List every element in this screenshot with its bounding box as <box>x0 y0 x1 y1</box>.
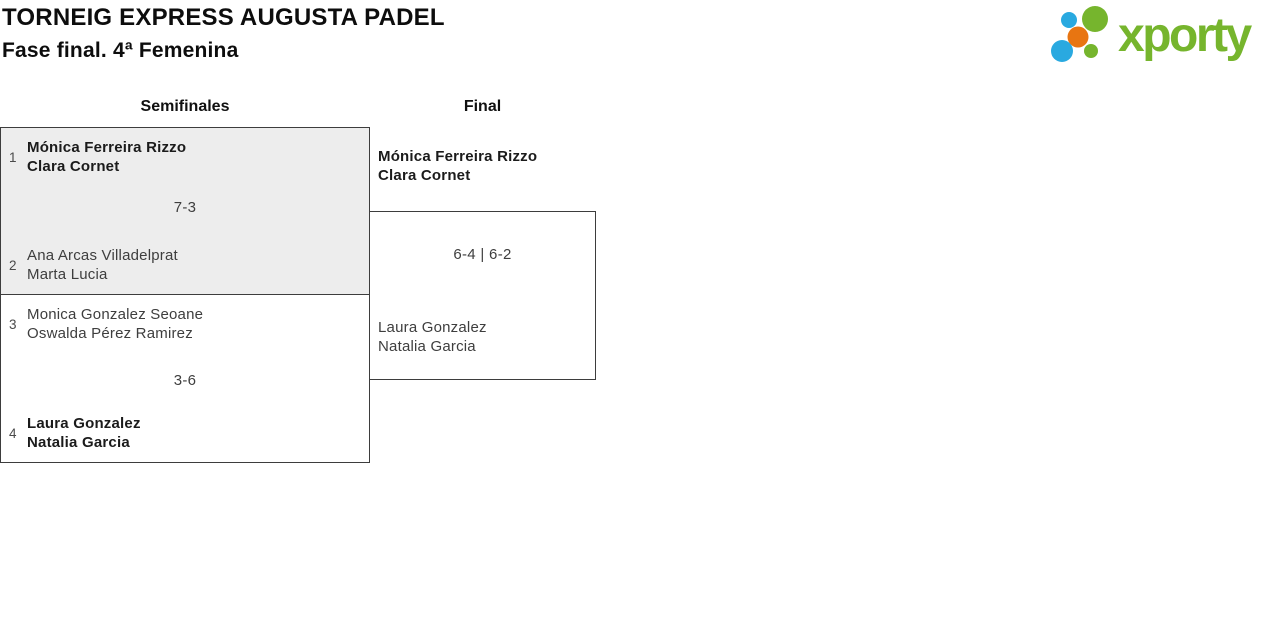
team-names: Laura Gonzalez Natalia Garcia <box>27 414 141 452</box>
team-row-bottom: 2 Ana Arcas Villadelprat Marta Lucia <box>9 246 361 284</box>
player-name: Clara Cornet <box>378 167 471 184</box>
team-row-bottom: 4 Laura Gonzalez Natalia Garcia <box>9 414 361 452</box>
player-name: Ana Arcas Villadelprat <box>27 247 178 264</box>
player-name: Clara Cornet <box>27 158 120 175</box>
match-semifinal-2[interactable]: 3 Monica Gonzalez Seoane Oswalda Pérez R… <box>0 294 370 463</box>
player-name: Laura Gonzalez <box>378 319 487 336</box>
seed-number: 2 <box>9 257 17 273</box>
seed-number: 3 <box>9 316 17 332</box>
player-name: Laura Gonzalez <box>27 415 141 432</box>
xporty-logo[interactable]: xporty <box>1048 3 1252 68</box>
match-semifinal-1[interactable]: 1 Mónica Ferreira Rizzo Clara Cornet 7-3… <box>0 127 370 295</box>
team-names: Monica Gonzalez Seoane Oswalda Pérez Ram… <box>27 305 203 343</box>
team-names: Ana Arcas Villadelprat Marta Lucia <box>27 246 178 284</box>
tournament-title: TORNEIG EXPRESS AUGUSTA PADEL <box>2 4 445 31</box>
player-name: Natalia Garcia <box>27 434 130 451</box>
seed-number: 4 <box>9 425 17 441</box>
player-name: Monica Gonzalez Seoane <box>27 306 204 323</box>
player-name: Natalia Garcia <box>378 338 476 355</box>
team-row-top: 1 Mónica Ferreira Rizzo Clara Cornet <box>9 138 361 176</box>
final-team-top: Mónica Ferreira Rizzo Clara Cornet <box>378 147 537 185</box>
player-name: Oswalda Pérez Ramirez <box>27 325 193 342</box>
match-final[interactable] <box>369 211 596 380</box>
round-header-semifinals: Semifinales <box>140 98 230 115</box>
final-team-bottom: Laura Gonzalez Natalia Garcia <box>378 318 487 356</box>
seed-number: 1 <box>9 149 17 165</box>
player-name: Marta Lucia <box>27 266 108 283</box>
xporty-dots-icon <box>1051 6 1108 62</box>
round-header-final: Final <box>463 98 502 115</box>
match-score: 7-3 <box>173 199 197 216</box>
player-name: Mónica Ferreira Rizzo <box>378 148 538 165</box>
team-names: Mónica Ferreira Rizzo Clara Cornet <box>27 138 186 176</box>
match-score: 3-6 <box>173 372 197 389</box>
team-row-top: 3 Monica Gonzalez Seoane Oswalda Pérez R… <box>9 305 361 343</box>
final-match-score: 6-4 | 6-2 <box>453 246 512 263</box>
xporty-logo-text: xporty <box>1118 9 1252 62</box>
player-name: Mónica Ferreira Rizzo <box>27 139 187 156</box>
tournament-subtitle: Fase final. 4ª Femenina <box>2 39 239 62</box>
